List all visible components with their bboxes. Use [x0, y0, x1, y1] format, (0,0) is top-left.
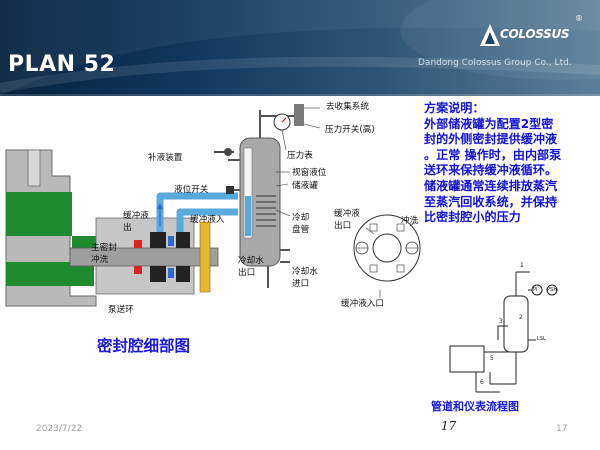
label-pressure-switch: 压力开关(高): [325, 125, 375, 135]
label-cooling-water-in: 冷却水 进口: [292, 267, 318, 289]
label-cooling-coil: 冷却 盘管: [292, 213, 310, 235]
label-main-flush: 主密封 冲洗: [91, 243, 117, 265]
label-cooling-water-out: 冷却水 出口: [238, 256, 264, 278]
label-collect-system: 去收集系统: [326, 102, 369, 112]
description-line: 比密封腔小的压力: [424, 210, 521, 225]
company-name: Dandong Colossus Group Co., Ltd.: [418, 58, 572, 68]
description-line: 封的外侧密封提供缓冲液: [424, 132, 558, 147]
label-pressure-gauge: 压力表: [287, 151, 313, 161]
gland-plate-view: [353, 214, 421, 298]
footer-slide-number: 17: [441, 419, 457, 433]
description-line: 至蒸汽回收系统，并保持: [424, 194, 558, 209]
diagram-leader-lines: [275, 107, 321, 217]
label-gland-flush: 冲洗: [401, 216, 419, 226]
page-title: PLAN 52: [8, 52, 116, 77]
flow-label-pi: PI: [533, 287, 538, 293]
logo-triangle-icon: [480, 24, 500, 46]
pump-casing: [5, 149, 108, 307]
label-buffer-in: 缓冲液入: [190, 215, 225, 225]
header-background-graphic: [0, 0, 600, 96]
description-title: 方案说明：: [424, 101, 485, 115]
caption-piping-diagram: 管道和仪表流程图: [431, 400, 519, 413]
company-logo: COLOSSUS: [478, 20, 590, 50]
flow-label-psh: PSH: [547, 287, 557, 293]
label-reservoir: 储液罐: [292, 181, 318, 191]
flow-label-lsl: LSL: [537, 336, 546, 342]
label-level-sight: 视窗液位: [292, 168, 327, 178]
label-makeup-device: 补液装置: [148, 153, 183, 163]
description-line: 送环来保持缓冲液循环。: [424, 163, 558, 178]
flow-label-5: 5: [490, 355, 494, 362]
flow-label-6: 6: [480, 379, 484, 386]
reservoir-tank: [214, 104, 304, 288]
footer-date: 2023/7/22: [36, 424, 83, 434]
description-line: 外部储液罐为配置2型密: [424, 116, 554, 131]
description-line: 储液罐通常连续排放蒸汽: [424, 178, 558, 193]
footer-page-number: 17: [556, 424, 568, 434]
piping-instrument-flow: [449, 271, 558, 393]
caption-seal-chamber: 密封腔细部图: [97, 337, 191, 355]
plan-description: 方案说明： 外部储液罐为配置2型密 封的外侧密封提供缓冲液 。正常 操作时，由内…: [424, 101, 596, 226]
label-buffer-out: 缓冲液 出: [123, 211, 149, 233]
label-level-switch: 液位开关: [174, 185, 209, 195]
label-pump-ring: 泵送环: [108, 305, 134, 315]
logo-text: COLOSSUS: [500, 27, 570, 41]
logo-registered-mark: ®: [575, 14, 583, 23]
label-gland-buffer-in: 缓冲液入口: [341, 299, 384, 309]
flow-label-3: 3: [499, 318, 503, 325]
slide-header: PLAN 52 COLOSSUS ® Dandong Colossus Grou…: [0, 0, 600, 96]
flow-label-2: 2: [519, 314, 523, 321]
description-line: 。正常 操作时，由内部泵: [424, 147, 562, 162]
label-gland-buffer-out: 缓冲液 出口: [334, 209, 360, 231]
flow-label-1: 1: [520, 262, 524, 269]
